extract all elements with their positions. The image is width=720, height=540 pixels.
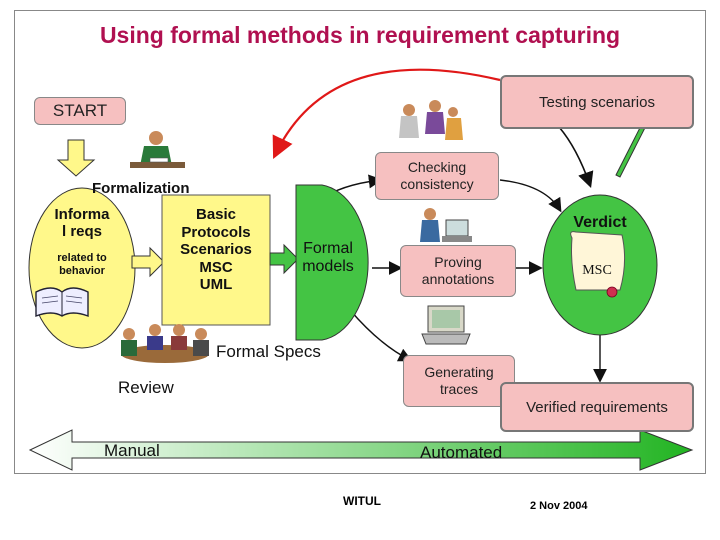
document-icon — [35, 287, 89, 318]
formal-models-line-1: Formal — [303, 240, 353, 257]
basic-line-2: Protocols — [181, 223, 251, 241]
basic-line-3: Scenarios — [180, 241, 252, 259]
proving-annotations-box: Proving annotations — [400, 245, 516, 297]
informal-to-basic-arrow — [131, 246, 165, 278]
testing-scenarios-box: Testing scenarios — [500, 75, 694, 129]
generating-traces-box: Generating traces — [403, 355, 515, 407]
msc-seal — [606, 286, 618, 298]
manual-automated-arrow — [28, 429, 694, 471]
group-testing-icon — [399, 100, 463, 140]
related-line-1: related to — [57, 252, 107, 264]
writing-person-icon — [130, 131, 185, 168]
manual-label: Manual — [104, 441, 160, 460]
basic-protocols-label: Basic Protocols Scenarios MSC UML — [162, 206, 270, 294]
slide-frame — [14, 10, 706, 474]
start-box: START — [34, 97, 126, 125]
curve-models-to-generating — [349, 309, 413, 362]
basic-line-4: MSC — [199, 258, 233, 276]
generating-line-2: traces — [439, 381, 479, 397]
basic-line-1: Basic — [195, 206, 237, 223]
proving-line-2: annotations — [421, 271, 495, 287]
checking-line-2: consistency — [400, 176, 474, 192]
checking-line-1: Checking — [407, 159, 467, 176]
msc-scroll — [570, 231, 626, 291]
proving-line-1: Proving — [434, 254, 482, 271]
formal-specs-label: Formal Specs — [216, 342, 321, 361]
computer-person-icon — [420, 208, 472, 242]
informal-reqs-label: Informa l reqs — [42, 206, 122, 241]
curve-red-feedback — [272, 68, 501, 159]
related-behavior-label: related to behavior — [42, 252, 122, 277]
generating-line-1: Generating — [424, 364, 494, 381]
formalization-label: Formalization — [92, 180, 190, 197]
informal-line-2: l reqs — [61, 223, 103, 241]
automated-label: Automated — [420, 443, 503, 462]
msc-scroll-label: MSC — [582, 263, 612, 278]
basic-line-5: UML — [199, 276, 233, 294]
slide-title: Using formal methods in requirement capt… — [99, 22, 621, 48]
formal-models-line-2: models — [302, 258, 354, 276]
meeting-people-icon — [121, 324, 209, 363]
laptop-icon — [421, 305, 471, 345]
start-down-arrow — [56, 139, 96, 177]
formal-models-shape — [295, 184, 369, 341]
verified-requirements-box: Verified requirements — [500, 382, 694, 432]
formal-models-label: Formal models — [296, 240, 360, 277]
curve-checking-to-verdict — [499, 179, 562, 213]
footer-date: 2 Nov 2004 — [530, 500, 588, 512]
footer-author: WITUL — [343, 494, 381, 508]
verdict-label: Verdict — [573, 214, 627, 231]
basic-to-models-arrow — [269, 243, 299, 275]
checking-consistency-box: Checking consistency — [375, 152, 499, 200]
informal-line-1: Informa — [54, 206, 110, 223]
review-label: Review — [118, 378, 174, 397]
related-line-2: behavior — [59, 264, 105, 277]
